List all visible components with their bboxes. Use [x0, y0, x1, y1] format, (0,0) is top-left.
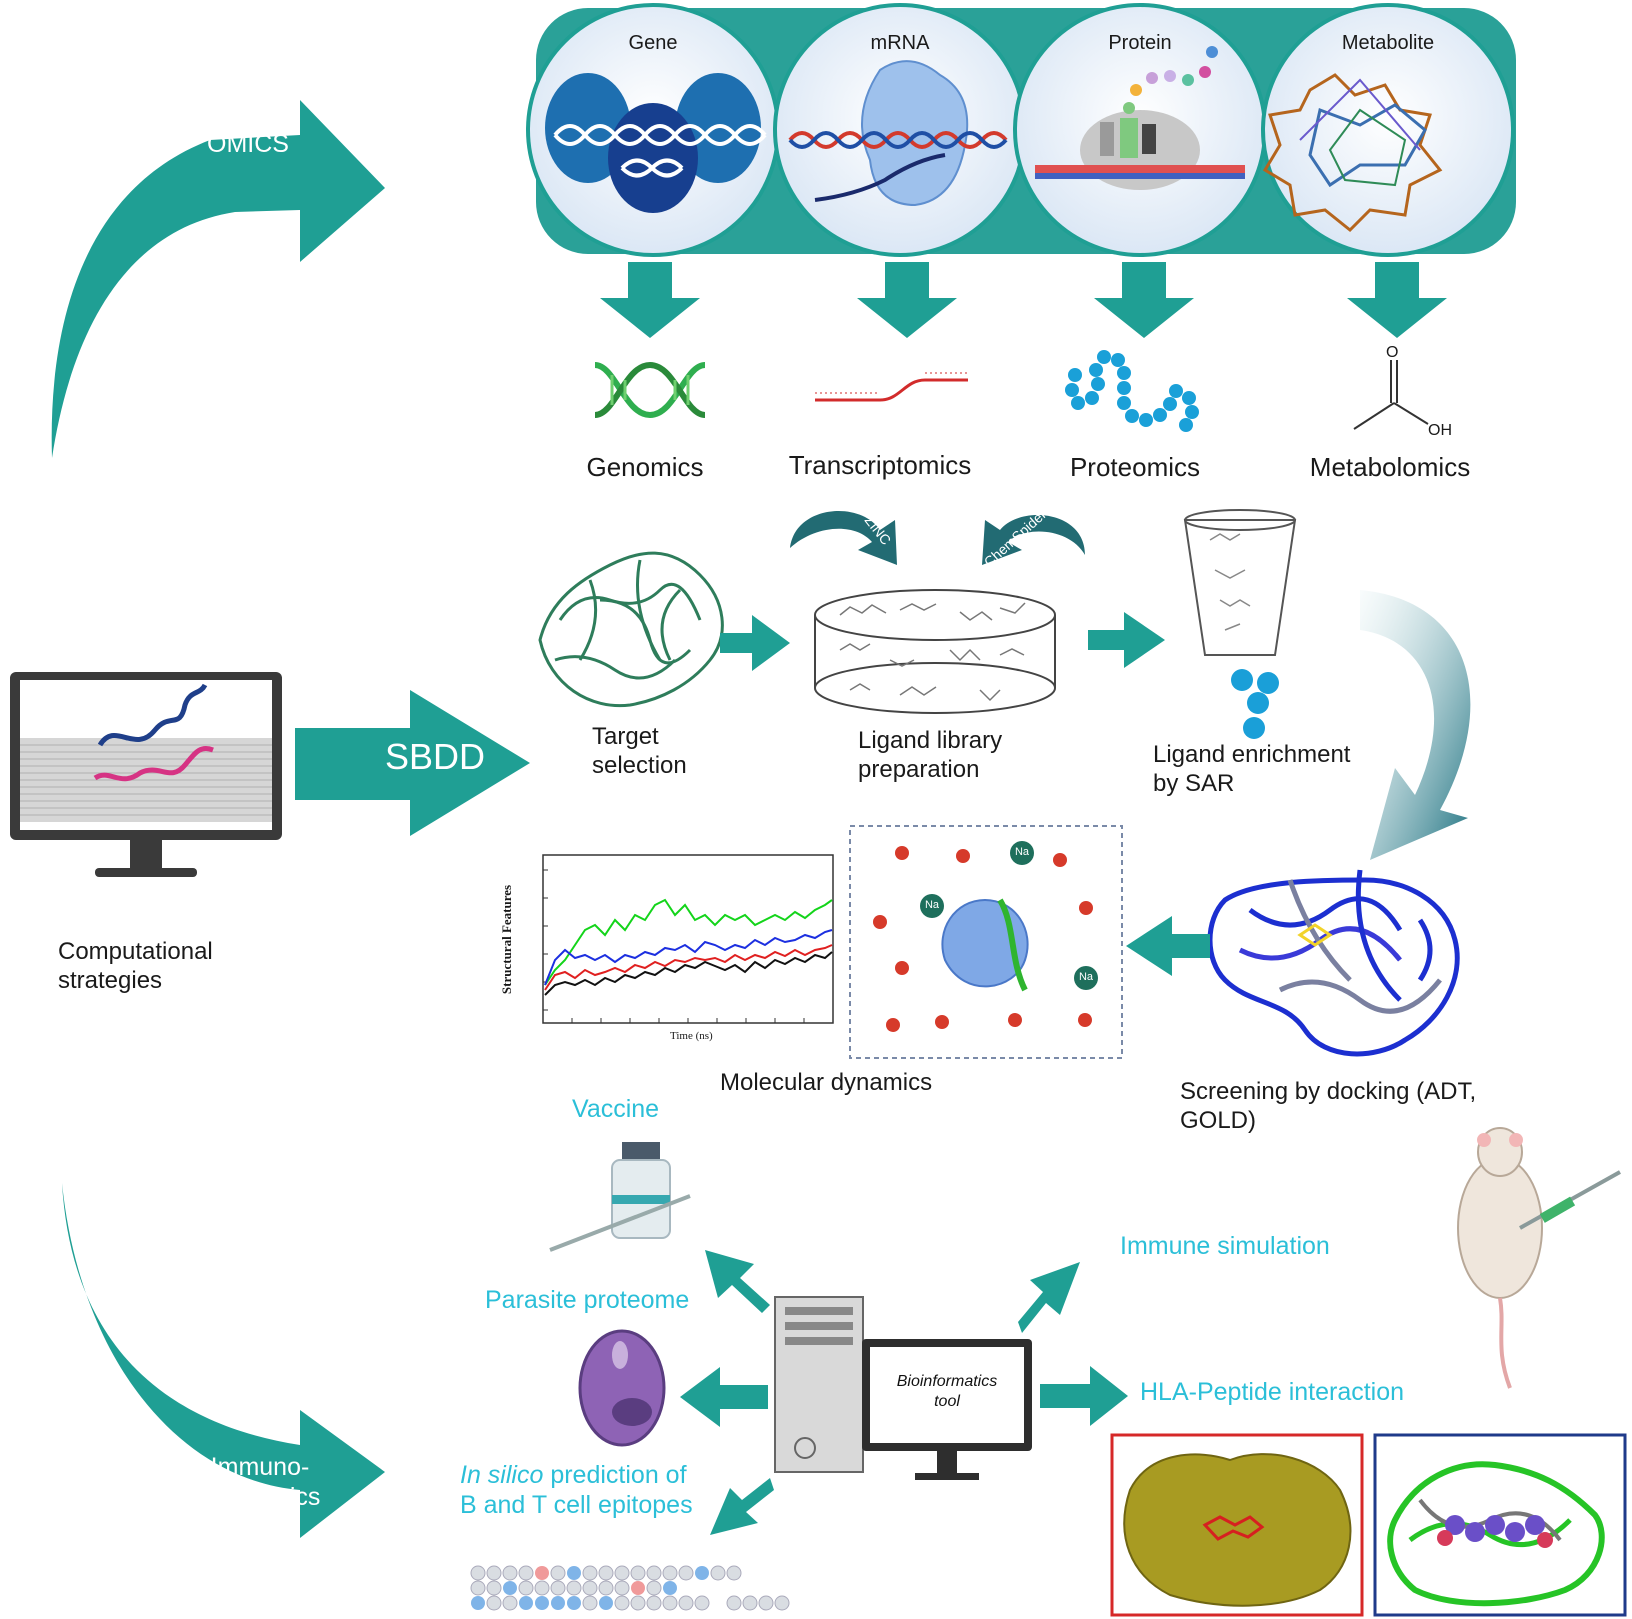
- omics-arrow-label: OMICS: [207, 130, 289, 158]
- metabolite-illustration: [1262, 73, 1443, 233]
- md-plot-ylabel: Structural Features: [499, 884, 515, 995]
- molecular-dynamics-label: Molecular dynamics: [720, 1069, 933, 1096]
- computational-strategies-label: Computational strategies: [58, 937, 213, 995]
- hla-peptide-label: HLA-Peptide interaction: [1140, 1378, 1405, 1406]
- parasite-cell: [578, 1329, 666, 1447]
- proteomics-icon: [1065, 350, 1199, 432]
- md-water-box: [849, 825, 1123, 1059]
- target-protein: [538, 551, 724, 708]
- computer-monitor: [10, 672, 282, 877]
- hla-ribbon-structure: [1373, 1433, 1627, 1617]
- omics-level-gene: Gene: [628, 32, 678, 54]
- omics-field-metabolomics: Metabolomics: [1309, 452, 1471, 482]
- protein-illustration: [1035, 46, 1245, 190]
- docking-label: Screening by docking (ADT, GOLD): [1180, 1077, 1476, 1135]
- tool-line2: tool: [934, 1393, 960, 1410]
- gene-illustration: [545, 73, 767, 213]
- omics-level-protein: Protein: [1108, 32, 1172, 54]
- bioinformatics-tool-label: Bioinformatics tool: [870, 1372, 1024, 1412]
- sbdd-arrow-label: SBDD: [384, 736, 486, 777]
- immuno-arrows: [680, 1250, 1128, 1535]
- mouse-illustration: [1457, 1127, 1621, 1389]
- transcriptomics-icon: [815, 372, 968, 402]
- ligand-enrichment-line1: Ligand enrichment: [1153, 741, 1351, 768]
- na-ion-label-3: Na: [1078, 971, 1094, 983]
- target-selection-label: Target selection: [592, 722, 687, 780]
- ligand-enrichment-label: Ligand enrichment by SAR: [1153, 740, 1350, 798]
- arrow-target-to-library: [720, 615, 790, 671]
- docking-curved-arrow: [1360, 590, 1471, 860]
- atom-o-label: O: [1386, 344, 1399, 361]
- ligand-library-label: Ligand library preparation: [858, 726, 1002, 784]
- omics-down-arrows: [600, 262, 1447, 338]
- docking-line2: GOLD): [1180, 1107, 1257, 1134]
- immuno-arrow-label-line2: informatics: [199, 1483, 321, 1511]
- computational-line1: Computational: [58, 938, 213, 965]
- atom-oh-label: OH: [1428, 422, 1452, 439]
- tool-line1: Bioinformatics: [896, 1373, 998, 1390]
- omics-level-metabolite: Metabolite: [1341, 32, 1435, 54]
- docked-ligand: [1297, 923, 1333, 947]
- sar-funnel: [1183, 509, 1297, 739]
- md-plot: [542, 854, 834, 1024]
- immunoinformatics-arrow: [62, 1183, 385, 1538]
- ligand-enrichment-line2: by SAR: [1153, 770, 1235, 797]
- docking-protein: [1207, 869, 1460, 1057]
- zinc-arrow: [790, 510, 897, 565]
- omics-level-mrna: mRNA: [870, 32, 930, 54]
- genomics-icon: [594, 361, 706, 419]
- omics-arrow: [51, 100, 385, 458]
- sbdd-arrow: [295, 690, 530, 836]
- mrna-illustration: [788, 60, 1008, 207]
- na-ion-label-1: Na: [1014, 846, 1030, 858]
- computational-line2: strategies: [58, 967, 163, 994]
- na-ion-label-2: Na: [924, 899, 940, 911]
- omics-field-genomics: Genomics: [586, 452, 704, 482]
- epitope-sequence: [470, 1565, 790, 1611]
- chemspider-arrow: [982, 515, 1085, 565]
- md-plot-xlabel: Time (ns): [670, 1030, 713, 1042]
- omics-field-proteomics: Proteomics: [1069, 452, 1201, 482]
- insilico-rest: prediction of: [543, 1461, 687, 1489]
- docking-line1: Screening by docking (ADT,: [1180, 1078, 1477, 1105]
- insilico-italic: In silico: [460, 1461, 544, 1489]
- omics-field-transcriptomics: Transcriptomics: [788, 450, 972, 480]
- arrow-docking-to-md: [1126, 916, 1210, 976]
- vaccine-vial: [549, 1142, 691, 1252]
- metabolomics-icon: [1353, 360, 1429, 430]
- arrow-library-to-enrichment: [1088, 612, 1165, 668]
- immuno-arrow-label: Immuno- informatics: [185, 1452, 335, 1512]
- hla-surface-structure: [1110, 1433, 1364, 1617]
- ligand-library-cylinder: [814, 589, 1056, 714]
- vaccine-label: Vaccine: [572, 1095, 660, 1123]
- ligand-library-line2: preparation: [858, 756, 980, 783]
- insilico-line2: B and T cell epitopes: [460, 1491, 693, 1519]
- target-line1: Target: [592, 723, 659, 750]
- ligand-library-line1: Ligand library: [858, 727, 1003, 754]
- immuno-arrow-label-line1: Immuno-: [210, 1453, 310, 1481]
- immune-simulation-label: Immune simulation: [1120, 1232, 1330, 1260]
- insilico-prediction-label: In silico prediction of B and T cell epi…: [460, 1460, 693, 1520]
- insilico-line1: In silico prediction of: [460, 1460, 693, 1490]
- bioinformatics-computer: [774, 1296, 1032, 1480]
- target-line2: selection: [592, 752, 687, 779]
- parasite-proteome-label: Parasite proteome: [485, 1286, 690, 1314]
